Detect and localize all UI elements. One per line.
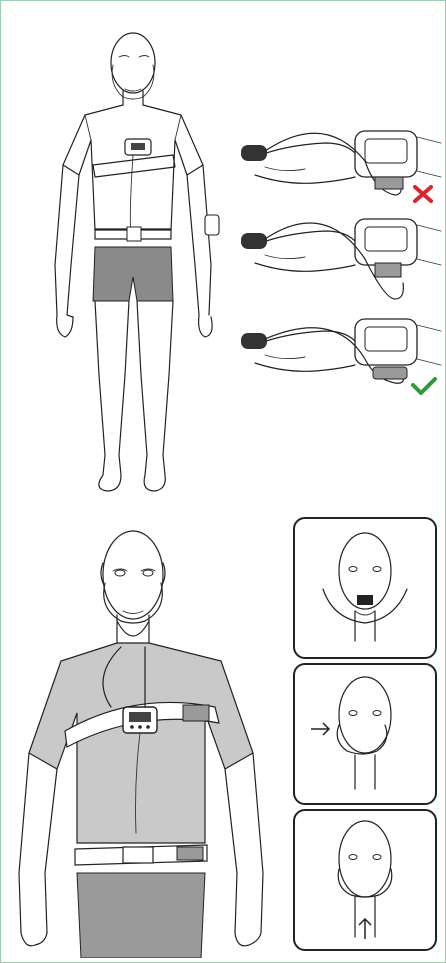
upper-body-figure <box>5 513 275 958</box>
full-body-figure <box>45 15 245 495</box>
finger-sensor-step-2 <box>235 205 445 305</box>
figure-canvas <box>5 5 441 958</box>
cannula-step-1 <box>293 517 437 659</box>
finger-sensor-step-3 <box>235 305 445 405</box>
finger-sensor-step-1 <box>235 117 445 207</box>
red-cross-icon <box>415 187 431 201</box>
arrow-right-icon <box>311 723 329 735</box>
shirt <box>29 643 253 843</box>
shorts <box>93 247 173 301</box>
cannula-step-3 <box>293 809 437 951</box>
arrow-up-icon <box>359 919 371 939</box>
cannula-step-2 <box>293 663 437 805</box>
green-check-icon <box>413 379 435 393</box>
